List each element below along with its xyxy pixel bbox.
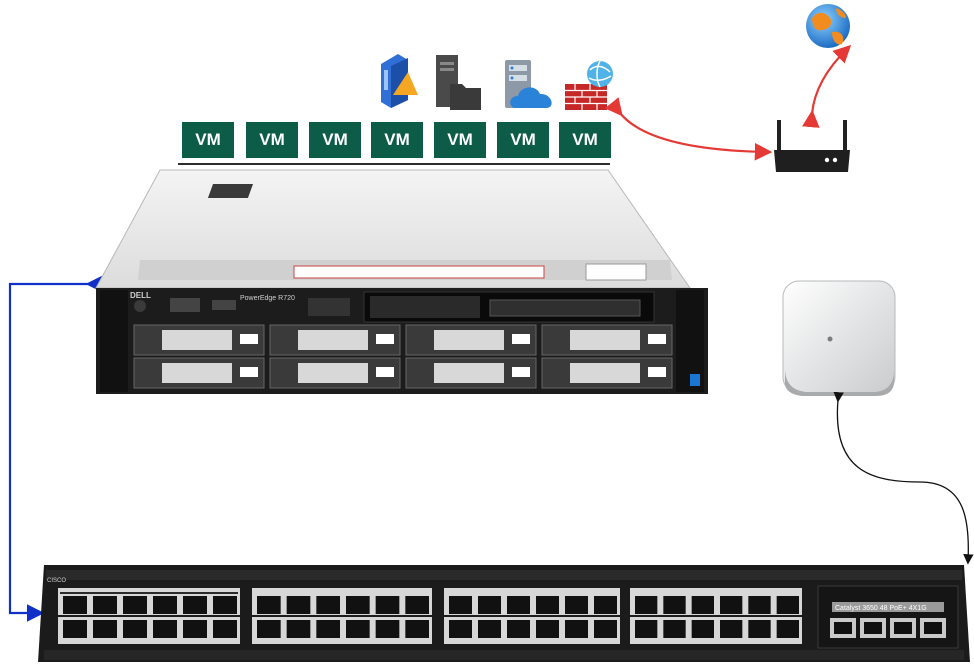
network-switch: CISCO Catalyst 3650 48 PoE+ 4X1G <box>38 565 970 662</box>
switch-port <box>565 596 588 614</box>
server-brand-label: DELL <box>130 291 151 300</box>
switch-model-label: Catalyst 3650 48 PoE+ 4X1G <box>835 605 927 612</box>
switch-port <box>635 596 658 614</box>
switch-port <box>183 596 207 614</box>
ap-switch-link <box>833 391 974 565</box>
server-switch-link <box>8 275 104 622</box>
switch-port <box>594 620 617 638</box>
switch-port <box>63 620 87 638</box>
switch-port <box>536 596 559 614</box>
switch-port <box>663 596 686 614</box>
switch-port <box>213 620 237 638</box>
switch-port <box>776 620 799 638</box>
drive-bays <box>133 324 673 389</box>
switch-port <box>286 596 311 614</box>
switch-port <box>691 596 714 614</box>
switch-port <box>449 620 472 638</box>
switch-port <box>153 620 177 638</box>
switch-port <box>123 620 147 638</box>
switch-port <box>594 596 617 614</box>
switch-port <box>213 596 237 614</box>
switch-port <box>748 620 771 638</box>
switch-port <box>663 620 686 638</box>
switch-port <box>776 596 799 614</box>
switch-port <box>93 596 117 614</box>
switch-port <box>346 620 370 638</box>
switch-port <box>478 620 501 638</box>
switch-port <box>565 620 588 638</box>
switch-port <box>720 596 743 614</box>
switch-port <box>63 596 87 614</box>
firewall-router-link <box>604 97 773 161</box>
database-server-icon <box>381 54 418 108</box>
switch-port <box>405 620 429 638</box>
router-icon <box>774 120 850 172</box>
vm-box: VM <box>497 122 549 158</box>
rack-server: PowerEdge R720 DELL <box>95 169 708 394</box>
switch-port <box>93 620 117 638</box>
switch-port <box>507 596 530 614</box>
switch-port <box>691 620 714 638</box>
server-model-label: PowerEdge R720 <box>240 295 295 302</box>
vm-box: VM <box>246 122 298 158</box>
switch-port <box>257 620 281 638</box>
router-internet-link <box>802 44 852 128</box>
vm-box: VM <box>309 122 361 158</box>
switch-port <box>449 596 472 614</box>
globe-icon <box>806 4 850 48</box>
switch-port <box>316 596 340 614</box>
vm-divider <box>178 163 610 165</box>
switch-port <box>286 620 311 638</box>
switch-brand-label: CISCO <box>47 578 66 584</box>
switch-port <box>183 620 207 638</box>
switch-port <box>405 596 429 614</box>
switch-port <box>720 620 743 638</box>
switch-port <box>635 620 658 638</box>
switch-port <box>507 620 530 638</box>
switch-port <box>123 596 147 614</box>
firewall-icon <box>565 60 613 110</box>
switch-port <box>748 596 771 614</box>
switch-port <box>478 596 501 614</box>
switch-port <box>153 596 177 614</box>
vm-box: VM <box>371 122 423 158</box>
switch-port <box>375 620 400 638</box>
switch-port <box>536 620 559 638</box>
switch-port <box>346 596 370 614</box>
vm-box: VM <box>559 122 611 158</box>
switch-port <box>316 620 340 638</box>
file-server-icon <box>436 55 481 110</box>
vm-box: VM <box>434 122 486 158</box>
access-point-icon <box>782 280 896 396</box>
cloud-server-icon <box>505 60 552 108</box>
switch-port <box>375 596 400 614</box>
vm-box: VM <box>182 122 234 158</box>
switch-port <box>257 596 281 614</box>
